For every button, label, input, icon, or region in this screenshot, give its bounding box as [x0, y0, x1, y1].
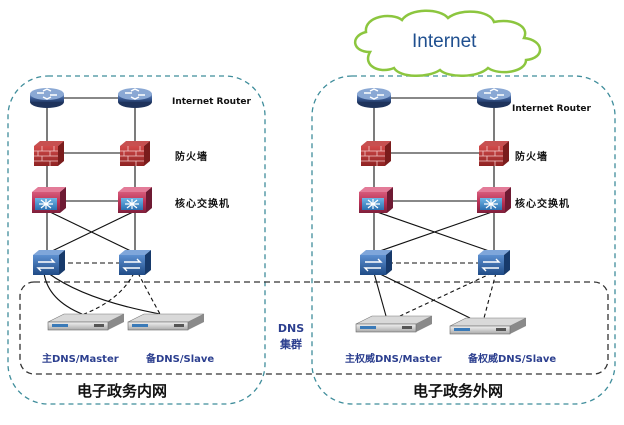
server-icon	[47, 313, 125, 331]
inner-network-boundary	[7, 75, 266, 405]
router-icon	[29, 87, 65, 109]
access-switch-icon	[32, 249, 66, 276]
access-switch-icon	[477, 249, 511, 276]
internet-cloud	[354, 9, 542, 77]
firewall-icon	[360, 140, 392, 167]
core-switch-label: 核心交换机	[175, 199, 230, 210]
inner-network-title: 电子政务内网	[77, 382, 168, 400]
inner-network-links	[43, 97, 161, 315]
firewall-icon	[478, 140, 510, 167]
core-switch-icon	[117, 186, 153, 214]
firewall-label: 防火墙	[175, 152, 208, 163]
router-label: Internet Router	[512, 104, 591, 114]
router-icon	[476, 87, 512, 109]
router-icon	[117, 87, 153, 109]
firewall-label: 防火墙	[515, 152, 548, 163]
router-icon	[356, 87, 392, 109]
dns-cluster-line2: 集群	[280, 338, 302, 351]
outer-network-links	[373, 97, 497, 319]
firewall-icon	[33, 140, 65, 167]
core-switch-icon	[476, 186, 512, 214]
router-label: Internet Router	[172, 97, 251, 107]
core-switch-icon	[358, 186, 394, 214]
outer-network-title: 电子政务外网	[413, 382, 504, 400]
dns-cluster-boundary	[19, 281, 609, 375]
access-switch-icon	[359, 249, 393, 276]
dns-cluster-label: DNS 集群	[271, 321, 311, 353]
server-icon	[449, 317, 527, 335]
core-switch-label: 核心交换机	[515, 199, 570, 210]
master-server-label: 主权威DNS/Master	[345, 354, 442, 365]
slave-server-label: 备权威DNS/Slave	[468, 354, 557, 365]
master-server-label: 主DNS/Master	[42, 354, 119, 365]
internet-label: Internet	[412, 31, 477, 52]
server-icon	[355, 315, 433, 333]
access-switch-icon	[118, 249, 152, 276]
firewall-icon	[119, 140, 151, 167]
server-icon	[127, 313, 205, 331]
core-switch-icon	[31, 186, 67, 214]
slave-server-label: 备DNS/Slave	[146, 354, 215, 365]
dns-cluster-line1: DNS	[277, 322, 305, 335]
